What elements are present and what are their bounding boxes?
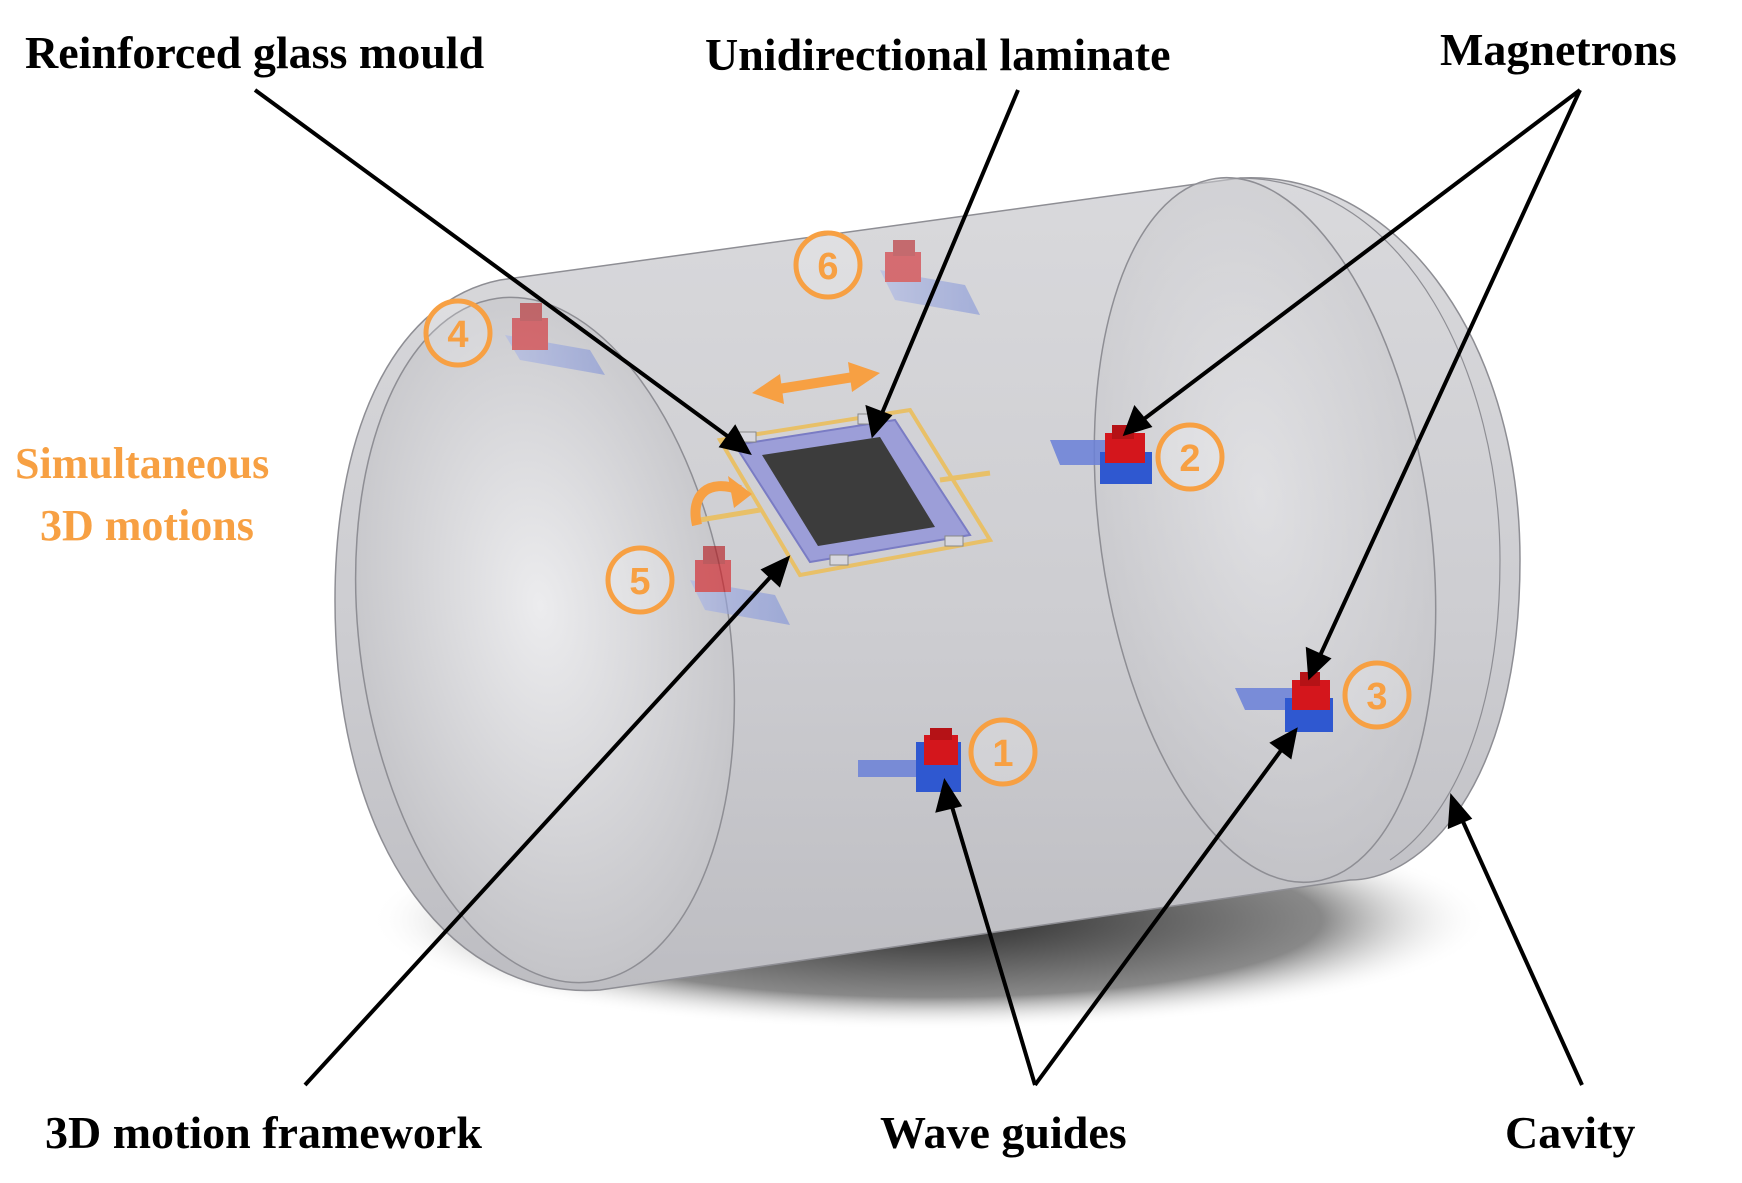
label-3d-motions: 3D motions [40, 501, 254, 550]
label-magnetrons: Magnetrons [1440, 24, 1677, 75]
leader-unidirectional-laminate [878, 89, 1020, 419]
cavity-left-end [354, 296, 736, 984]
svg-text:3: 3 [1366, 676, 1387, 718]
leader-reinforced-glass-mould [253, 88, 732, 440]
svg-text:6: 6 [817, 246, 838, 288]
magnetron-unit-6 [880, 240, 980, 315]
label-cavity: Cavity [1505, 1107, 1635, 1158]
magnetron-unit-3 [1235, 672, 1333, 732]
translation-arrow [752, 362, 880, 404]
leader-motion-framework [303, 570, 777, 1087]
number-badge-3: 3 [1342, 660, 1412, 730]
label-wave-guides: Wave guides [880, 1107, 1127, 1158]
leader-magnetron-2 [1138, 88, 1582, 424]
label-simultaneous: Simultaneous [15, 439, 269, 488]
svg-text:4: 4 [447, 314, 468, 356]
rotation-arrow [690, 476, 752, 527]
label-3d-motion-framework: 3D motion framework [45, 1107, 482, 1158]
number-badge-1: 1 [968, 717, 1038, 787]
svg-text:2: 2 [1179, 438, 1200, 480]
magnetron-unit-1 [858, 728, 961, 792]
label-unidirectional-laminate: Unidirectional laminate [705, 29, 1171, 80]
magnetron-unit-2 [1050, 425, 1152, 484]
laminate [762, 437, 935, 546]
number-badge-6: 6 [793, 230, 863, 300]
motion-framework [699, 407, 994, 578]
magnetron-unit-4 [505, 303, 605, 375]
leader-magnetron-3 [1316, 89, 1582, 661]
magnetron-unit-5 [690, 546, 790, 625]
leader-lines [253, 88, 1584, 1087]
svg-text:5: 5 [629, 561, 650, 603]
number-badge-4: 4 [423, 298, 493, 368]
leader-cavity [1458, 814, 1584, 1086]
cavity-right-end [1093, 176, 1437, 884]
svg-text:1: 1 [992, 733, 1013, 775]
label-reinforced-glass-mould: Reinforced glass mould [25, 27, 485, 78]
leader-wave-guide-3 [1033, 743, 1287, 1087]
number-badge-5: 5 [605, 545, 675, 615]
leader-wave-guide-1 [948, 799, 1037, 1086]
number-badge-2: 2 [1155, 422, 1225, 492]
cavity [334, 176, 1521, 992]
